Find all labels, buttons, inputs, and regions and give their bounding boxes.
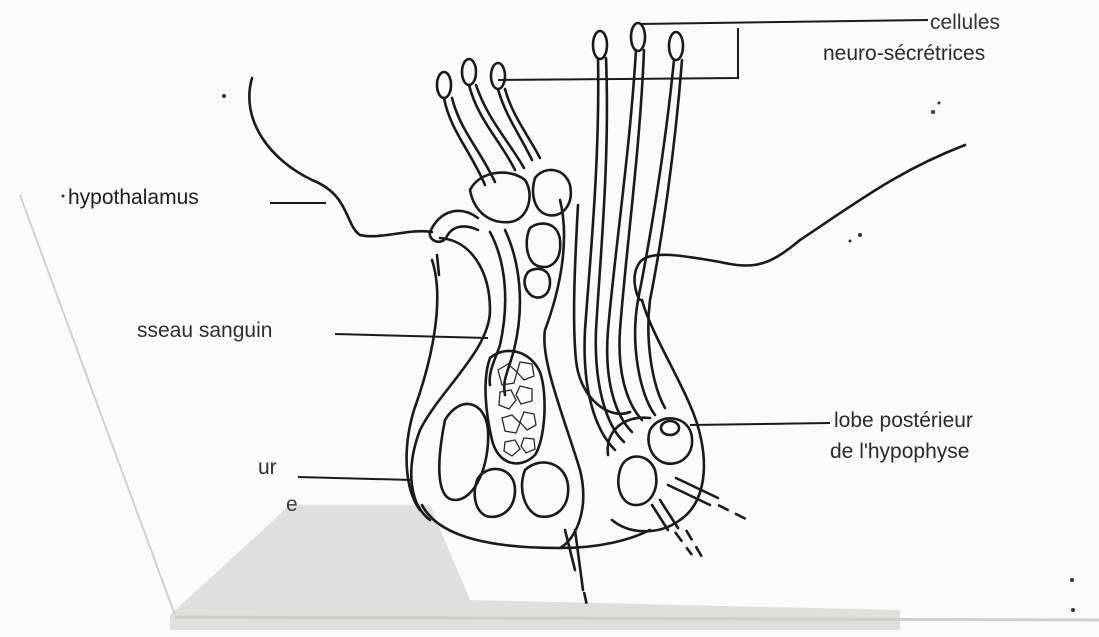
label-lobe-anterieur-fragment: ur bbox=[258, 457, 277, 478]
portal-vessel-loop-1 bbox=[470, 173, 530, 223]
label-cellules: cellules bbox=[930, 12, 1000, 33]
dashed-vessel bbox=[686, 530, 705, 562]
portal-vessel-main bbox=[490, 232, 506, 385]
posterior-exit-vessel-2 bbox=[676, 478, 718, 498]
capillary-chamber-left bbox=[439, 404, 488, 500]
portal-vessel-branch bbox=[430, 211, 478, 242]
photocopy-shadow bbox=[170, 505, 900, 630]
leader-lobe-posterieur bbox=[690, 423, 830, 425]
dashed-vessel bbox=[718, 505, 748, 520]
portal-vessel-loop-4 bbox=[525, 269, 550, 298]
label-neuro-secretrices: neuro-sécrétrices bbox=[823, 43, 985, 64]
capillary-chamber-right bbox=[486, 351, 545, 464]
posterior-capillary bbox=[618, 457, 656, 506]
leader-cellules bbox=[640, 20, 928, 24]
posterior-terminal bbox=[661, 421, 679, 435]
speck bbox=[931, 110, 935, 114]
neurosecretory-cell-body bbox=[437, 72, 451, 98]
leader-vaisseau bbox=[335, 334, 488, 338]
gland-cell-texture bbox=[498, 362, 536, 456]
leader-lobe-anterieur bbox=[298, 477, 412, 480]
speck bbox=[222, 94, 226, 98]
capillary-chamber-bottom-2 bbox=[522, 463, 568, 517]
label-lobe-anterieur-fragment-2: e bbox=[286, 494, 298, 515]
capillary-chamber-bottom-1 bbox=[475, 469, 515, 517]
hypothalamus-outline-left bbox=[249, 78, 432, 236]
speck bbox=[938, 102, 941, 105]
label-de-l-hypophyse: de l'hypophyse bbox=[830, 441, 969, 462]
neurosecretory-cell-body bbox=[669, 32, 683, 60]
neurosecretory-cell-body bbox=[631, 23, 645, 51]
speck bbox=[858, 233, 862, 237]
bracket-cellules bbox=[498, 28, 738, 80]
label-lobe-posterieur: lobe postérieur bbox=[834, 410, 973, 431]
label-vaisseau-sanguin: sseau sanguin bbox=[137, 320, 272, 341]
speck bbox=[1070, 578, 1074, 582]
anterior-exit-vessel-2 bbox=[575, 530, 583, 590]
vessel-stub bbox=[437, 255, 439, 275]
speck bbox=[62, 195, 65, 198]
portal-vessel-loop-2 bbox=[533, 170, 571, 215]
speck bbox=[1071, 608, 1075, 612]
neurosecretory-cell-body bbox=[593, 31, 607, 59]
posterior-exit-vessel-1 bbox=[668, 485, 710, 505]
photocopy-edge bbox=[20, 195, 175, 615]
hypothalamus-outline-right bbox=[635, 145, 965, 300]
portal-vessel-loop-3 bbox=[527, 224, 560, 267]
gland-bottom-outline bbox=[422, 505, 650, 548]
speck bbox=[849, 240, 852, 243]
neurosecretory-cell-body bbox=[462, 59, 476, 85]
neurosecretory-cell-body bbox=[491, 63, 505, 89]
label-hypothalamus: hypothalamus bbox=[68, 187, 199, 208]
posterior-capillary-2 bbox=[649, 418, 693, 463]
